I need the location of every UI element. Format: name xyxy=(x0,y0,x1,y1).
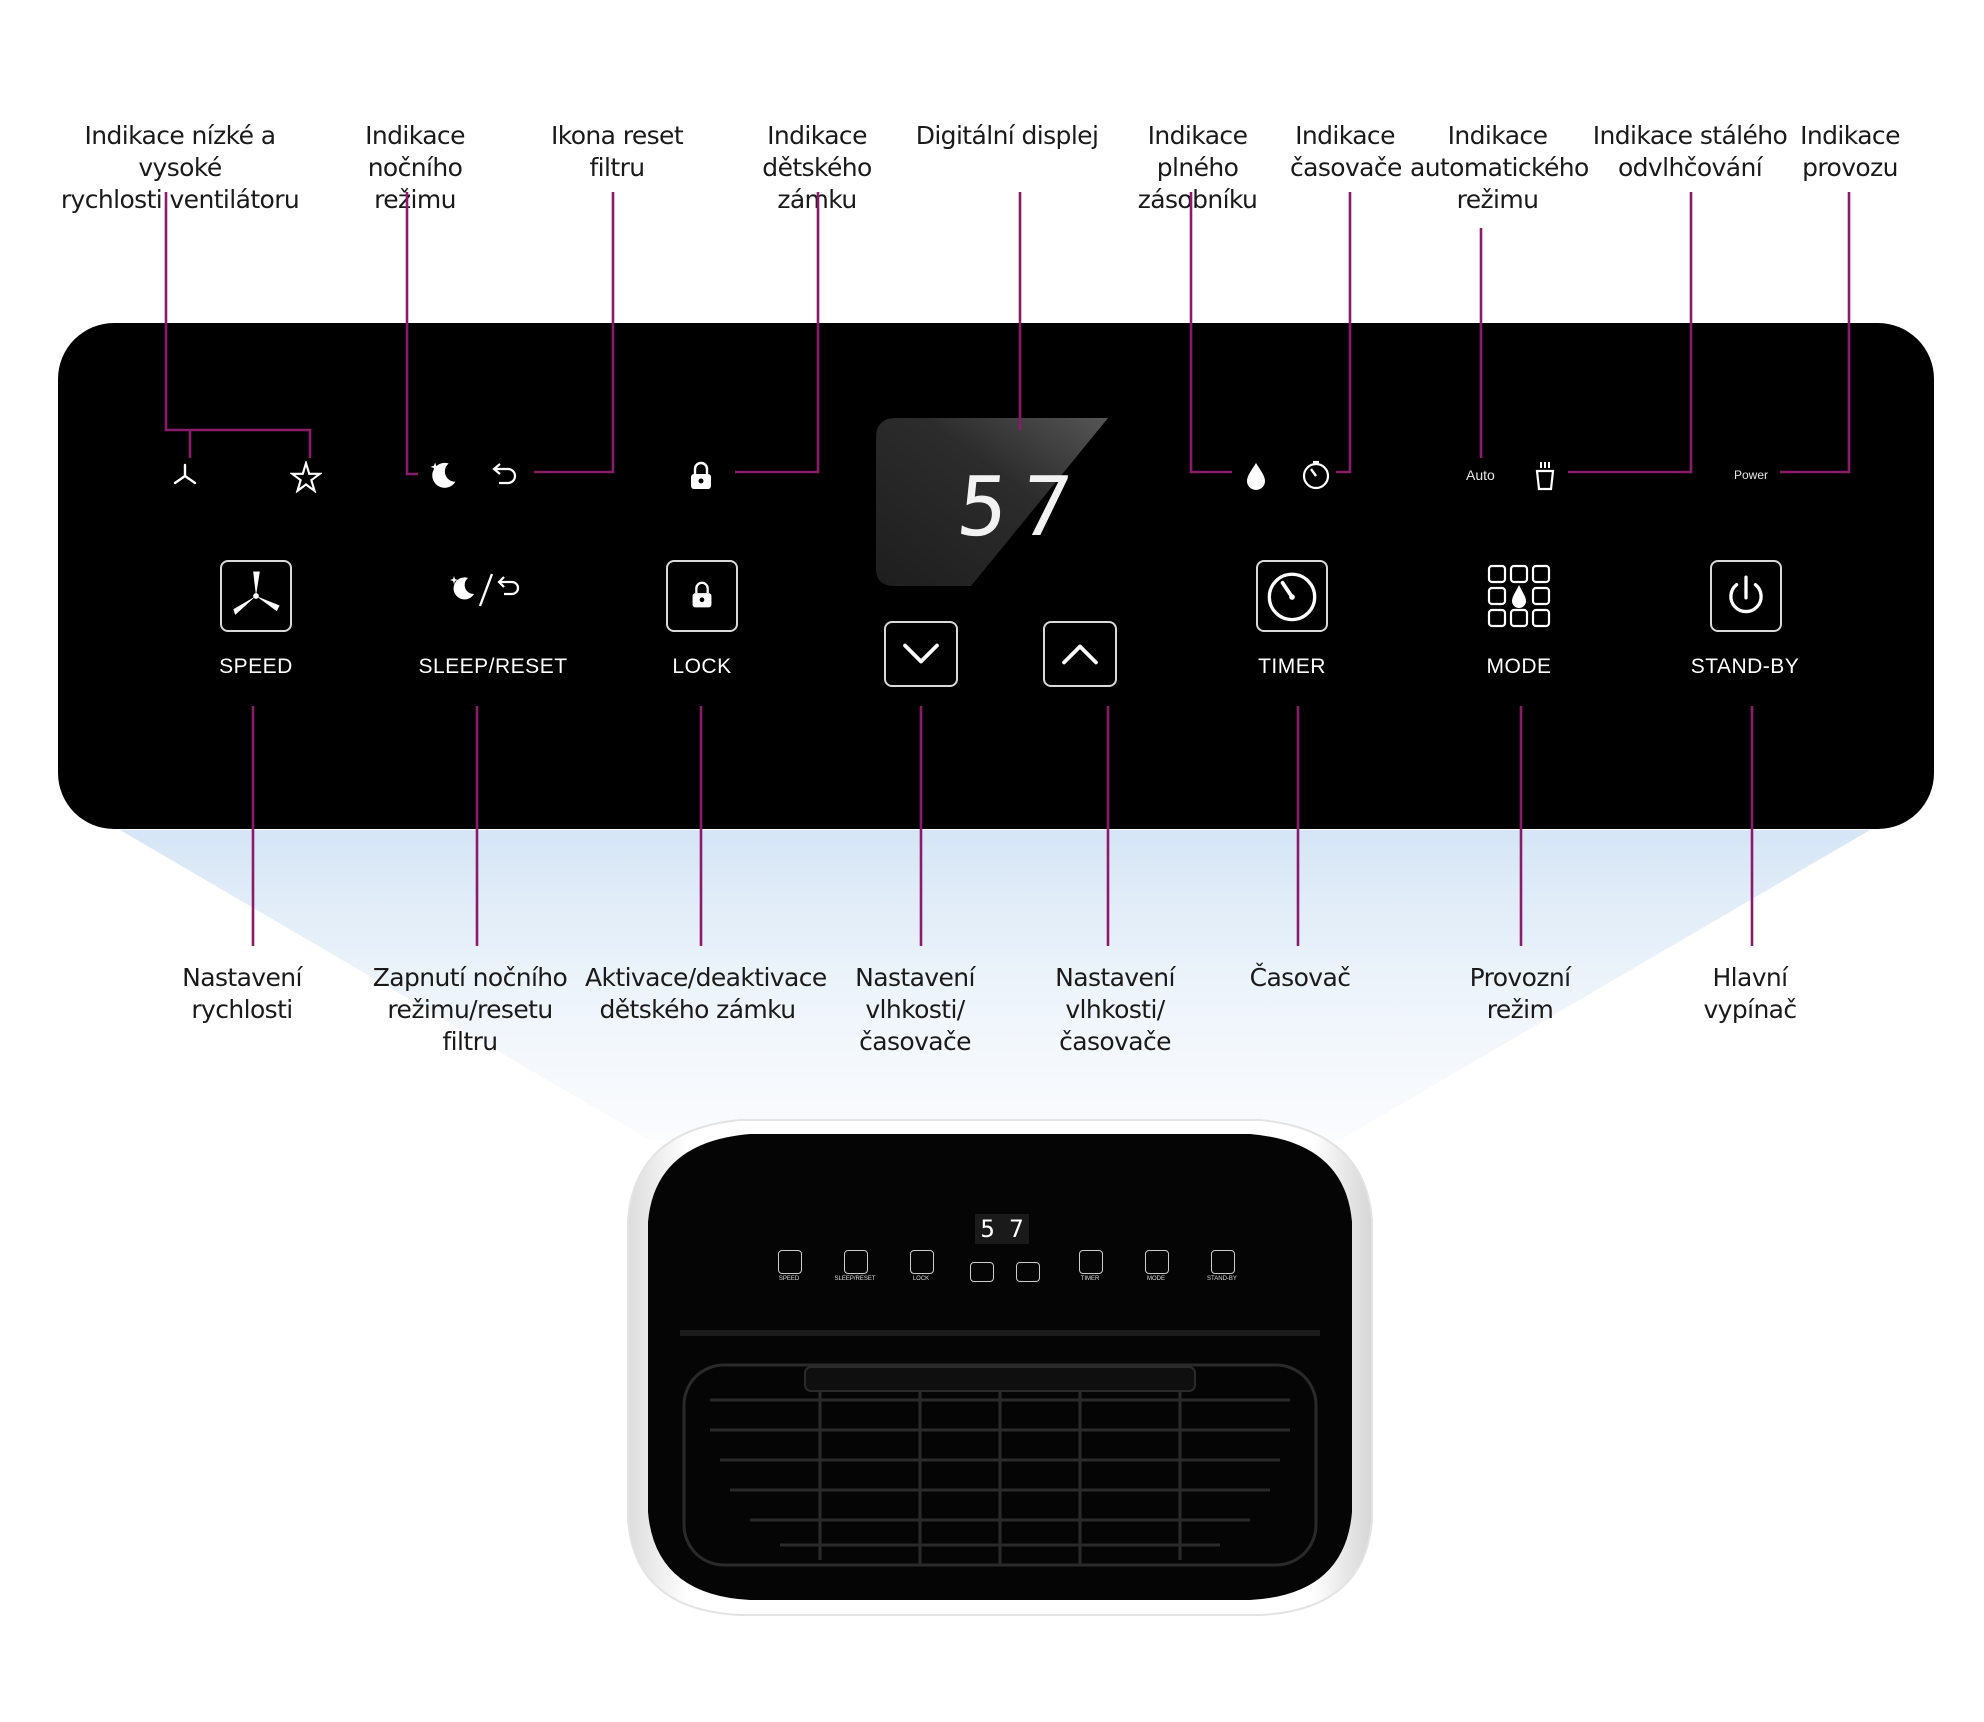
water-drop-icon xyxy=(1244,461,1268,491)
device-lock-label: LOCK xyxy=(912,1276,930,1282)
child-lock-icon xyxy=(688,461,714,491)
label-timer: Časovač xyxy=(1249,963,1351,992)
label-continuous-indicator: Indikace stálého odvlhčování xyxy=(1592,121,1788,182)
standby-button-label: STAND-BY xyxy=(1690,655,1800,678)
down-button[interactable] xyxy=(884,621,958,687)
digital-display-value: 57 xyxy=(953,460,1090,555)
label-down-setting: Nastavení vlhkosti/časovače xyxy=(855,963,975,1056)
timer-button-label: TIMER xyxy=(1258,655,1326,678)
device-speed-button xyxy=(778,1250,802,1274)
standby-button[interactable] xyxy=(1710,560,1782,632)
lock-button-label: LOCK xyxy=(672,655,732,678)
dehumidifier-device: 5 7 SPEED SLEEP/RESET LOCK TIMER MODE ST… xyxy=(620,1110,1380,1620)
label-night-mode-indicator: Indikace nočního režimu xyxy=(365,121,465,214)
device-illustration xyxy=(627,1119,1373,1616)
power-icon xyxy=(1729,575,1763,614)
moon-icon xyxy=(426,459,460,493)
display-reflection xyxy=(876,418,1108,586)
device-standby-button xyxy=(1211,1250,1235,1274)
lock-icon xyxy=(692,581,712,608)
label-auto-mode-indicator: Indikace automatického režimu xyxy=(1410,121,1589,214)
label-up-setting: Nastavení vlhkosti/časovače xyxy=(1055,963,1175,1056)
device-timer-label: TIMER xyxy=(1080,1276,1100,1282)
device-sleep-button xyxy=(844,1250,868,1274)
label-timer-indicator: Indikace časovače xyxy=(1290,121,1402,182)
sleep-reset-button-label: SLEEP/RESET xyxy=(418,655,568,678)
label-mode: Provozní režim xyxy=(1469,963,1571,1024)
sleep-reset-icon[interactable] xyxy=(438,568,528,612)
device-lock-button xyxy=(910,1250,934,1274)
label-child-lock-indicator: Indikace dětského zámku xyxy=(762,121,872,214)
device-timer-button xyxy=(1079,1250,1103,1274)
fan-high-icon xyxy=(290,461,322,493)
device-mode-button xyxy=(1145,1250,1169,1274)
power-indicator-text: Power xyxy=(1734,468,1769,482)
lock-button[interactable] xyxy=(666,560,738,632)
device-up-button xyxy=(1016,1262,1040,1282)
label-power-indicator: Indikace provozu xyxy=(1800,121,1900,182)
mode-button[interactable] xyxy=(1486,563,1552,629)
label-speed-setting: Nastavení rychlosti xyxy=(182,963,302,1024)
up-button[interactable] xyxy=(1043,621,1117,687)
timer-indicator-icon xyxy=(1300,459,1332,491)
label-digital-display: Digitální displej xyxy=(915,121,1099,150)
fan-low-icon xyxy=(170,461,200,491)
device-sleep-label: SLEEP/RESET xyxy=(834,1276,876,1282)
fan-icon xyxy=(233,571,280,615)
label-full-tank-indicator: Indikace plného zásobníku xyxy=(1137,121,1258,214)
speed-button-label: SPEED xyxy=(219,655,293,678)
filter-reset-icon xyxy=(490,463,518,489)
timer-icon xyxy=(1267,572,1317,622)
label-filter-reset-icon: Ikona reset filtru xyxy=(550,121,684,182)
speed-button[interactable] xyxy=(220,560,292,632)
label-lock-toggle: Aktivace/deaktivace dětského zámku xyxy=(585,963,827,1024)
device-mode-label: MODE xyxy=(1147,1276,1165,1282)
device-down-button xyxy=(970,1262,994,1282)
device-display-value: 5 7 xyxy=(975,1214,1029,1244)
device-speed-label: SPEED xyxy=(778,1276,800,1282)
label-main-switch: Hlavní vypínač xyxy=(1703,963,1797,1024)
mode-button-label: MODE xyxy=(1486,655,1552,678)
chevron-up-icon xyxy=(1062,644,1098,665)
chevron-down-icon xyxy=(903,643,939,664)
auto-indicator-text: Auto xyxy=(1466,467,1495,483)
label-sleep-reset: Zapnutí nočního režimu/resetu filtru xyxy=(372,963,568,1056)
label-fan-speed-indicator: Indikace nízké a vysoké rychlosti ventil… xyxy=(60,121,300,214)
timer-button[interactable] xyxy=(1256,560,1328,632)
continuous-dehumidify-icon xyxy=(1532,459,1558,491)
device-standby-label: STAND-BY xyxy=(1207,1276,1237,1282)
mode-grid-icon xyxy=(1487,564,1551,628)
control-panel: 57 Auto Power SPEED SLEEP/RESET LOCK xyxy=(58,323,1934,829)
